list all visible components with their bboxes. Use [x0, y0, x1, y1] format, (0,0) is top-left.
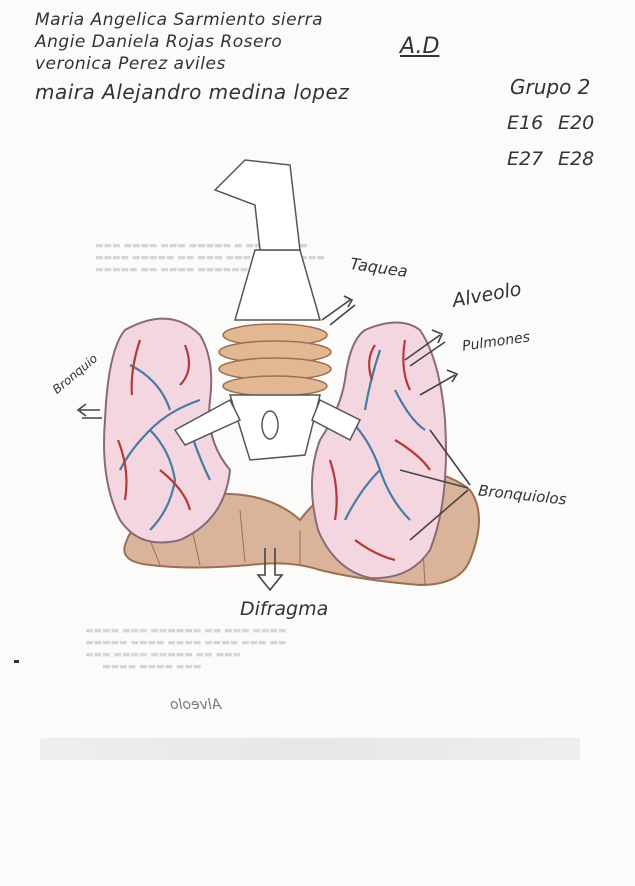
label-diaphragm: Difragma [240, 598, 328, 620]
trachea-tube [235, 250, 320, 320]
trachea-rings [219, 324, 331, 396]
trachea-top-arrow [215, 160, 300, 250]
margin-dot [14, 660, 19, 663]
right-lung-shape [312, 323, 446, 579]
bronchus-body [230, 395, 320, 460]
